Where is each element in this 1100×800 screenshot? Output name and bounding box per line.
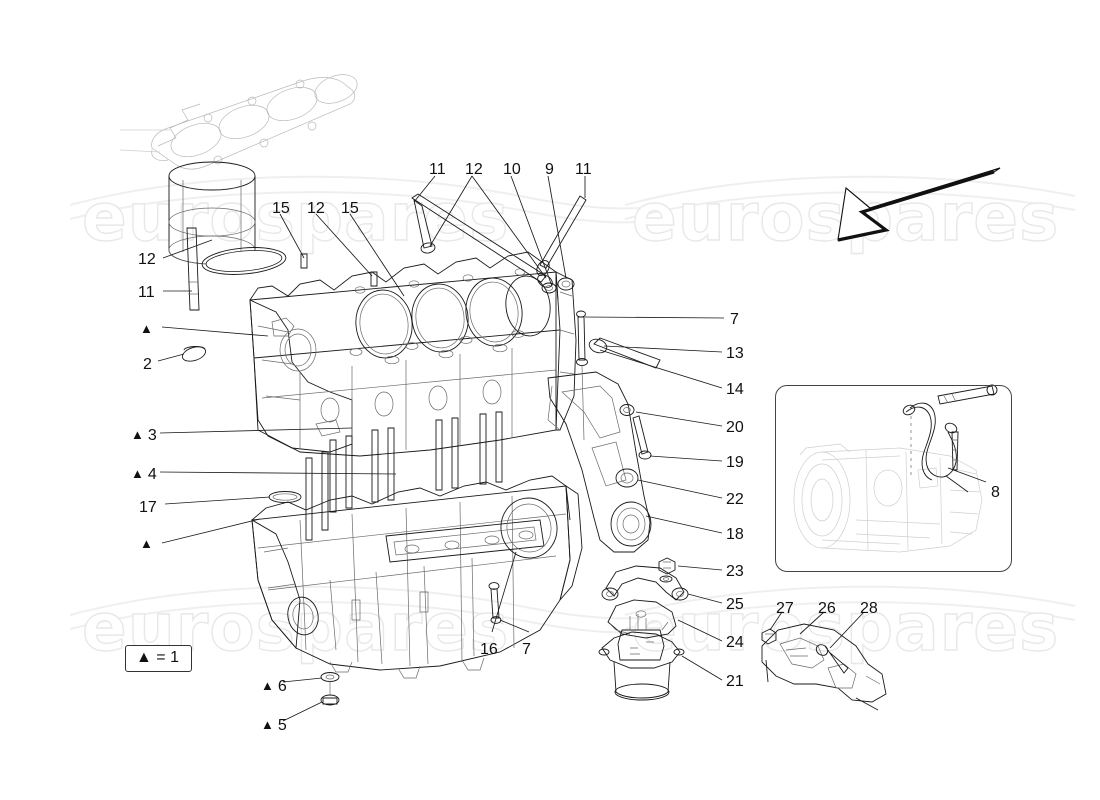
inset-transmission	[793, 384, 998, 553]
callout-16-a: 16	[480, 641, 498, 658]
callout-22-a: 22	[726, 491, 744, 508]
callout-23-a: 23	[726, 563, 744, 580]
callout-15-a: 15	[272, 200, 290, 217]
callout-20-a: 20	[726, 419, 744, 436]
callout-triangle-b: ▲	[140, 536, 153, 551]
callout-18-a: 18	[726, 526, 744, 543]
callout-17-a: 17	[139, 499, 157, 516]
lower-crankcase	[251, 475, 583, 679]
callout-8-a: 8	[991, 484, 1000, 501]
callout-4-a: 4	[131, 467, 157, 483]
callout-12-c: 12	[138, 251, 156, 268]
arrow-graphic	[837, 167, 1001, 242]
engine-mount-bracket	[547, 371, 652, 553]
leader-lines	[157, 175, 987, 722]
callout-5-a: 5	[261, 718, 287, 734]
watermark-layer: eurospares eurospares eurospares eurospa…	[69, 175, 1076, 667]
engine-block-upper	[249, 251, 577, 457]
callout-10-a: 10	[503, 161, 521, 178]
callout-9-a: 9	[545, 161, 554, 178]
engine-mount-21	[598, 614, 685, 701]
legend-triangle-equals-one: ▲ = 1	[125, 645, 192, 672]
callout-13-a: 13	[726, 345, 744, 362]
mount-cover-24	[607, 599, 677, 639]
callout-6-a: 6	[261, 679, 287, 695]
stud-upper-left	[186, 227, 200, 311]
mount-nut-23	[658, 557, 676, 583]
callout-11-a: 11	[429, 161, 446, 178]
bracket-hardware	[576, 310, 661, 488]
callout-24-a: 24	[726, 634, 744, 651]
seal-ring-17	[268, 491, 302, 503]
callout-25-a: 25	[726, 596, 744, 613]
callout-7-a: 7	[730, 311, 739, 328]
sump-fastener-stack	[320, 672, 340, 706]
callout-12-a: 12	[307, 200, 325, 217]
plug-part-2	[181, 346, 207, 362]
callout-14-a: 14	[726, 381, 744, 398]
liner-seal-ring-upper	[201, 247, 287, 275]
head-gasket	[119, 74, 358, 170]
callout-26-a: 26	[818, 600, 836, 617]
support-bracket-26	[761, 623, 887, 711]
callout-21-a: 21	[726, 673, 744, 690]
callout-triangle-a: ▲	[140, 321, 153, 336]
callout-12-b: 12	[465, 161, 483, 178]
watermark-text-4: eurospares	[632, 589, 1059, 666]
callout-3-a: 3	[131, 428, 157, 444]
callout-19-a: 19	[726, 454, 744, 471]
callout-27-a: 27	[776, 600, 794, 617]
callout-15-b: 15	[341, 200, 359, 217]
callout-28-a: 28	[860, 600, 878, 617]
bracket-bolt-28	[815, 644, 849, 674]
callout-7-b: 7	[522, 641, 531, 658]
bracket-fastener-27	[761, 628, 777, 645]
bolt-7-lower	[488, 582, 502, 624]
watermark-text-1: eurospares	[82, 179, 509, 256]
callout-11-c: 11	[138, 284, 155, 301]
callout-11-b: 11	[575, 161, 592, 178]
callout-2-a: 2	[143, 356, 152, 373]
